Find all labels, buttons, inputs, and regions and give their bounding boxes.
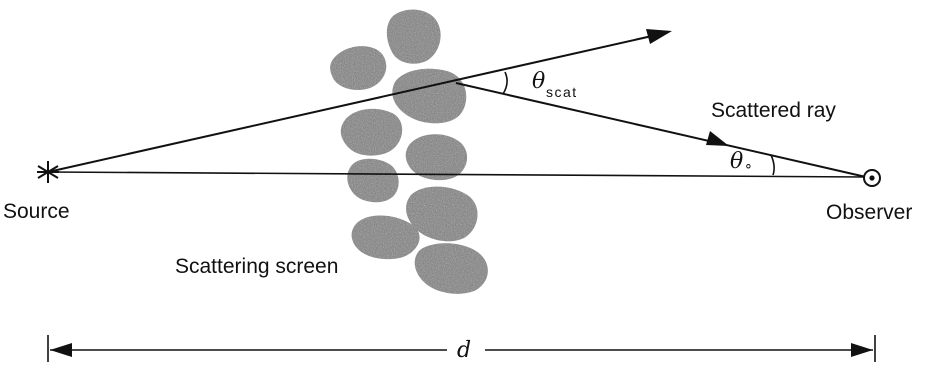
direct-line [47, 171, 867, 178]
distance-label: d [457, 338, 471, 363]
asterisk-star-icon [37, 161, 59, 183]
scattered-ray-arrowhead [706, 131, 729, 146]
circled-dot-icon [863, 169, 881, 187]
distance-left-arrowhead [50, 343, 72, 357]
scatter-blob [405, 134, 468, 181]
scatter-blob [347, 158, 399, 203]
scattered-ray [455, 82, 867, 178]
scattered-ray-label: Scattered ray [711, 99, 836, 122]
theta-o-symbol: θ [730, 149, 743, 174]
scatter-blob [351, 215, 420, 260]
theta-o-subscript: ∘ [744, 157, 753, 173]
distance-right-arrowhead [851, 343, 873, 357]
source-label: Source [3, 200, 70, 223]
scatter-blob [330, 46, 387, 90]
scattering-screen [330, 9, 488, 294]
scatter-blob [386, 9, 441, 64]
scatter-blob [392, 68, 467, 124]
theta-o-label: θ [730, 149, 743, 174]
theta-scat-arc [502, 71, 508, 95]
theta-scat-label: θ [532, 69, 545, 94]
theta-scat-subscript: scat [546, 84, 578, 100]
theta-scat-symbol: θ [532, 69, 545, 94]
scattering-screen-label: Scattering screen [175, 255, 338, 278]
scatter-blob [414, 243, 488, 294]
scatter-blob [340, 108, 403, 156]
incident-ray [47, 35, 653, 173]
observer-label: Observer [826, 201, 912, 224]
theta-o-arc [770, 154, 775, 176]
distance-bar [47, 335, 876, 362]
incident-ray-arrowhead [646, 29, 672, 44]
scatter-blob [406, 186, 478, 242]
